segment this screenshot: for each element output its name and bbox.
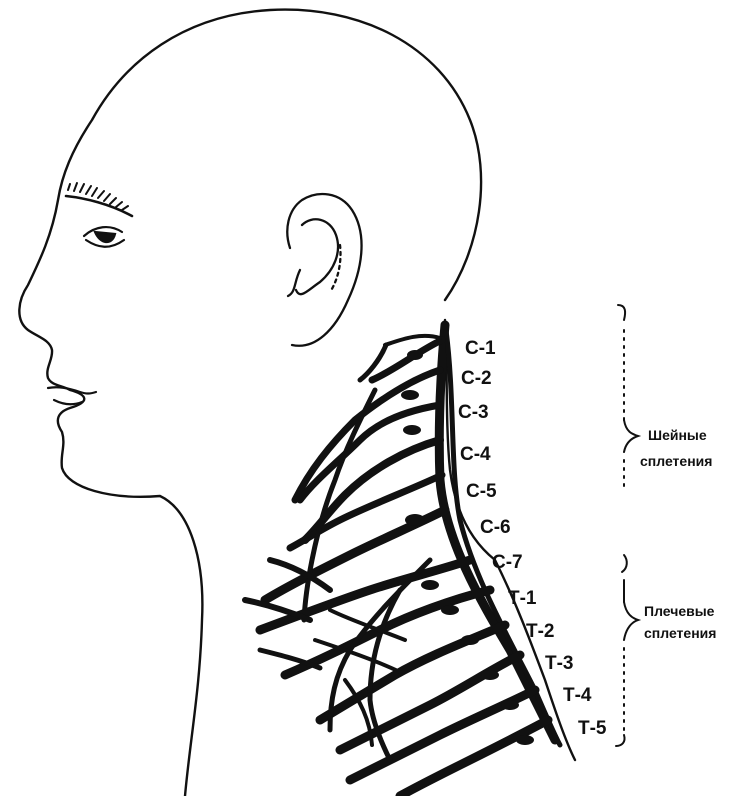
label-c1: С-1 (465, 338, 496, 359)
group-captions: Шейные сплетения Плечевые сплетения (640, 427, 716, 641)
head-outline (19, 10, 481, 796)
eye (84, 227, 124, 247)
label-c7: С-7 (492, 552, 523, 573)
cervical-caption-line1: Шейные (648, 427, 707, 443)
label-t5: Т-5 (578, 718, 607, 739)
mouth (48, 387, 96, 404)
label-t3: Т-3 (545, 653, 574, 674)
label-t4: Т-4 (563, 685, 592, 706)
cervical-caption-line2: сплетения (640, 453, 712, 469)
label-t2: Т-2 (526, 621, 555, 642)
cervical-bracket (618, 305, 638, 490)
label-c5: С-5 (466, 481, 497, 502)
label-c2: С-2 (461, 368, 492, 389)
ear (287, 194, 361, 346)
label-c6: С-6 (480, 517, 511, 538)
label-c3: С-3 (458, 402, 489, 423)
label-t1: Т-1 (508, 588, 537, 609)
label-c4: С-4 (460, 444, 491, 465)
eyebrow (66, 183, 132, 216)
brachial-caption-line1: Плечевые (644, 603, 715, 619)
brachial-bracket (616, 555, 638, 746)
brachial-caption-line2: сплетения (644, 625, 716, 641)
